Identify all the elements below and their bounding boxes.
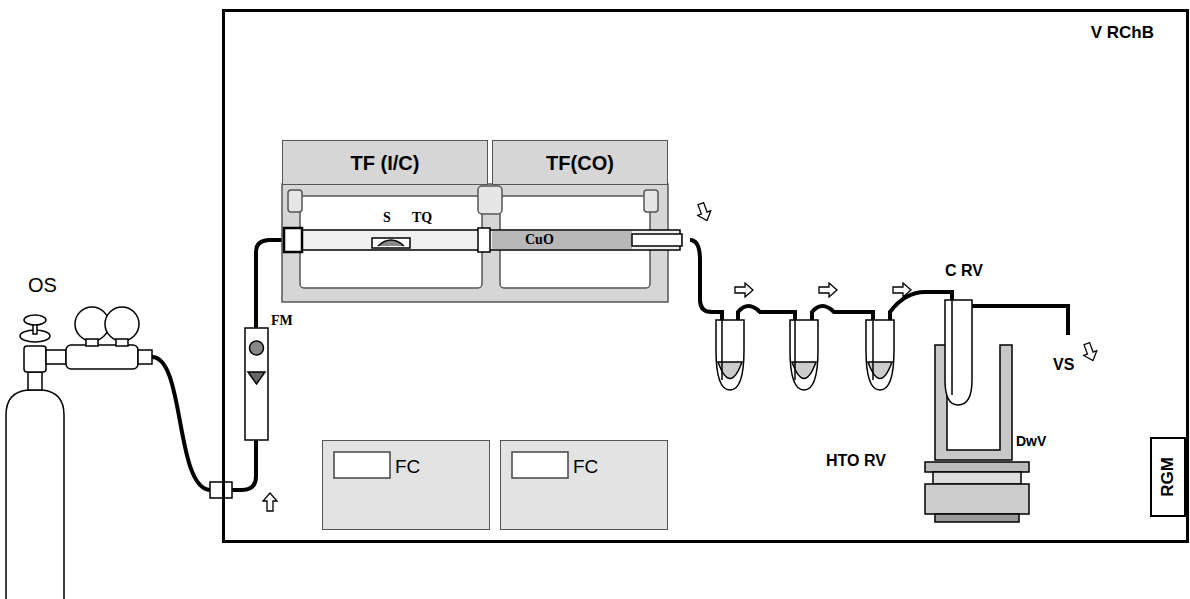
part-label: HTO RV bbox=[826, 452, 886, 470]
gas-cylinder bbox=[6, 307, 152, 599]
furnace-lid: TF (I/C) bbox=[282, 140, 488, 185]
connector bbox=[210, 482, 232, 498]
furnace-controller: FC bbox=[322, 440, 490, 530]
display-window bbox=[333, 451, 393, 481]
node-label: V RChB bbox=[1091, 24, 1154, 43]
node-label: FC bbox=[395, 457, 420, 478]
node-label: TF(CO) bbox=[546, 152, 614, 174]
node-label: RGM bbox=[1159, 457, 1178, 497]
bubbler-flask bbox=[716, 320, 894, 390]
furnace-controller: FC bbox=[500, 440, 668, 530]
part-label: C RV bbox=[945, 262, 983, 280]
part-label: VS bbox=[1053, 356, 1074, 374]
dewar-cold-trap bbox=[925, 300, 1029, 522]
part-label: CuO bbox=[525, 232, 554, 247]
part-label: DwV bbox=[1016, 434, 1046, 449]
part-label: OS bbox=[28, 274, 57, 296]
enclosure-box: V RChB TF (I/C) TF(CO) FC FC RGM bbox=[222, 9, 1189, 543]
part-label: S bbox=[383, 210, 391, 225]
furnace-lid: TF(CO) bbox=[492, 140, 668, 185]
quartz-tube bbox=[284, 228, 682, 252]
display-window bbox=[511, 451, 571, 481]
radiation-monitor: RGM bbox=[1150, 437, 1186, 517]
part-label: TQ bbox=[412, 210, 432, 225]
part-label: FM bbox=[271, 313, 293, 328]
flowmeter bbox=[245, 328, 268, 440]
node-label: TF (I/C) bbox=[351, 152, 420, 174]
node-label: FC bbox=[573, 457, 598, 478]
